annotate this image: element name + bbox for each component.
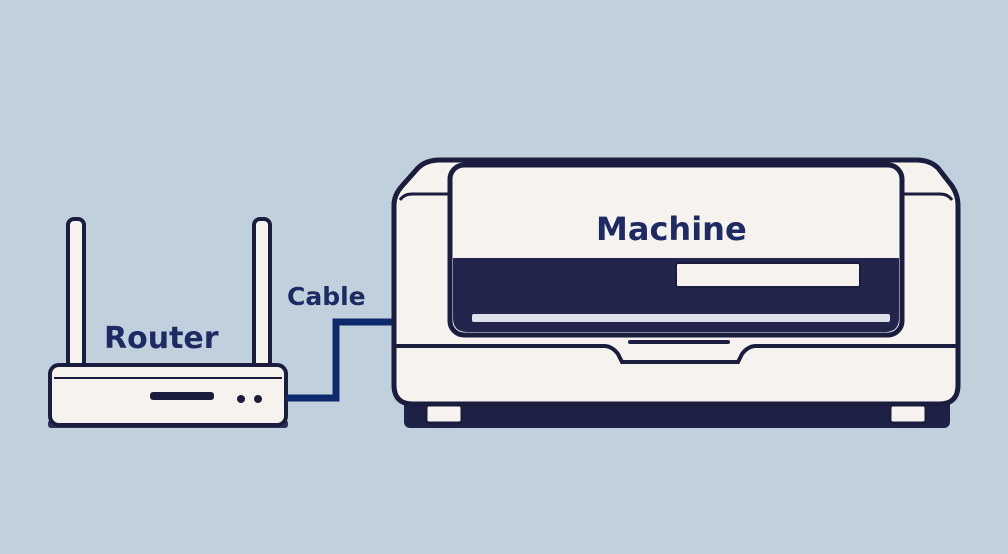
machine-foot-right: [888, 403, 928, 425]
machine-label: Machine: [596, 210, 747, 248]
router-slot: [150, 392, 214, 400]
router-antenna-left: [66, 217, 86, 371]
cable-line: [286, 318, 398, 402]
cable-label: Cable: [287, 282, 366, 311]
router: [48, 217, 288, 428]
machine-exit-slot: [472, 314, 890, 322]
router-led-1: [237, 395, 245, 403]
machine-tray: [675, 262, 861, 288]
machine-foot-left: [424, 403, 464, 425]
machine-output-tray: [396, 344, 956, 364]
machine: [391, 157, 961, 428]
router-label: Router: [104, 321, 219, 356]
router-led-2: [254, 395, 262, 403]
router-antenna-right: [252, 217, 272, 371]
